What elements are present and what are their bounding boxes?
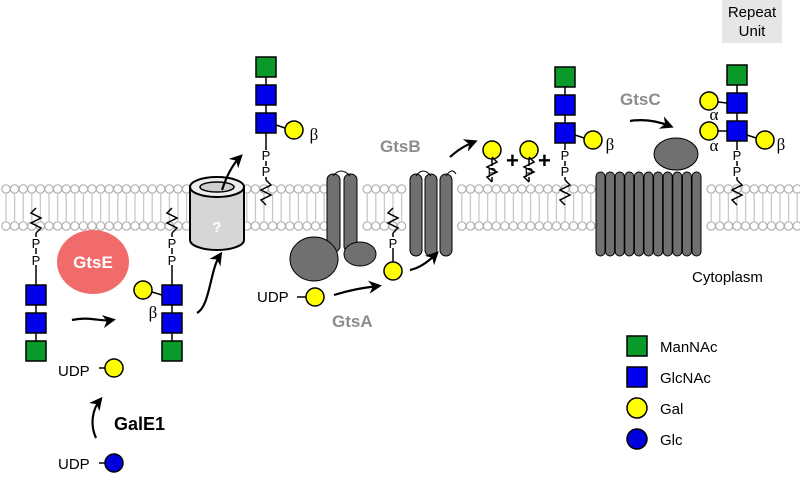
phosphate: P [32,236,41,251]
udp-glc: UDP [58,456,90,473]
gal [583,130,603,150]
mannac [161,340,183,362]
plus-sign: + [538,148,551,173]
lipid-anchor [165,207,179,234]
mannac [726,64,748,86]
gtsA-label: GtsA [332,312,373,331]
lipid-anchor [29,207,43,234]
glcnac [726,120,748,142]
legend-swatch [626,366,648,388]
pathway-arrows [71,116,674,439]
gal [755,130,775,150]
repeat-unit-label-1: Repeat [728,4,777,21]
phosphate: P [561,164,570,179]
phosphate: P [488,165,497,180]
beta-linkage: β [606,135,615,154]
gtsE-label: GtsE [73,253,113,272]
phosphate: P [561,148,570,163]
legend-label: Gal [660,401,683,418]
phosphate: P [389,236,398,251]
gtsB-label: GtsB [380,137,421,156]
alpha-linkage: α [710,136,719,155]
gal [482,140,502,160]
phosphate: P [733,148,742,163]
gal [699,91,719,111]
udp-gal-upper: UDP [58,363,90,380]
legend-swatch [626,397,648,419]
gtsC-enzyme [595,137,702,257]
phosphate: P [262,148,271,163]
gtsC-label: GtsC [620,90,661,109]
legend-label: Glc [660,432,683,449]
alpha-linkage: α [710,105,719,124]
glcnac [161,284,183,306]
udp-gal-gtsA: UDP [257,289,289,306]
transporter-label: ? [212,219,221,236]
phosphate: P [262,164,271,179]
legend-label: GlcNAc [660,370,711,387]
glcnac [554,94,576,116]
cytoplasm-label: Cytoplasm [692,269,763,286]
repeat-unit-box: Repeat Unit [722,0,782,43]
plus-sign: + [506,148,519,173]
phosphate: P [168,253,177,268]
gtsA-enzyme [289,170,377,282]
lipid-anchor [259,179,273,206]
glcnac [255,84,277,106]
gal [284,120,304,140]
phosphate: P [168,236,177,251]
udp-label: UDP [257,289,289,306]
udp-label: UDP [58,456,90,473]
glcnac [255,112,277,134]
galE1-label: GalE1 [114,414,165,434]
gal [104,358,124,378]
legend-label: ManNAc [660,339,718,356]
phosphate: P [525,165,534,180]
gal [133,280,153,300]
mannac [255,56,277,78]
glcnac [726,92,748,114]
gtsB-enzyme [409,170,457,257]
transporter-channel: ? [189,176,245,251]
phosphate: P [733,164,742,179]
glc [104,453,124,473]
gtsE-enzyme: GtsE [57,230,129,294]
mannac [25,340,47,362]
lipid-anchor [558,179,572,206]
glcnac [25,312,47,334]
lipid-anchor [522,156,536,183]
lipid-anchor [386,207,400,234]
legend-swatch [626,335,648,357]
gal [519,140,539,160]
udp-label: UDP [58,363,90,380]
gal [305,287,325,307]
lipid-anchor [485,156,499,183]
glcnac [25,284,47,306]
beta-linkage: β [149,303,158,322]
mannac [554,66,576,88]
glcnac [554,122,576,144]
legend-swatch [626,428,648,450]
beta-linkage: β [310,125,319,144]
phosphate: P [32,253,41,268]
glcnac [161,312,183,334]
lipid-anchor [730,179,744,206]
gal [383,261,403,281]
repeat-unit-label-2: Unit [739,23,767,40]
beta-linkage: β [777,135,786,154]
